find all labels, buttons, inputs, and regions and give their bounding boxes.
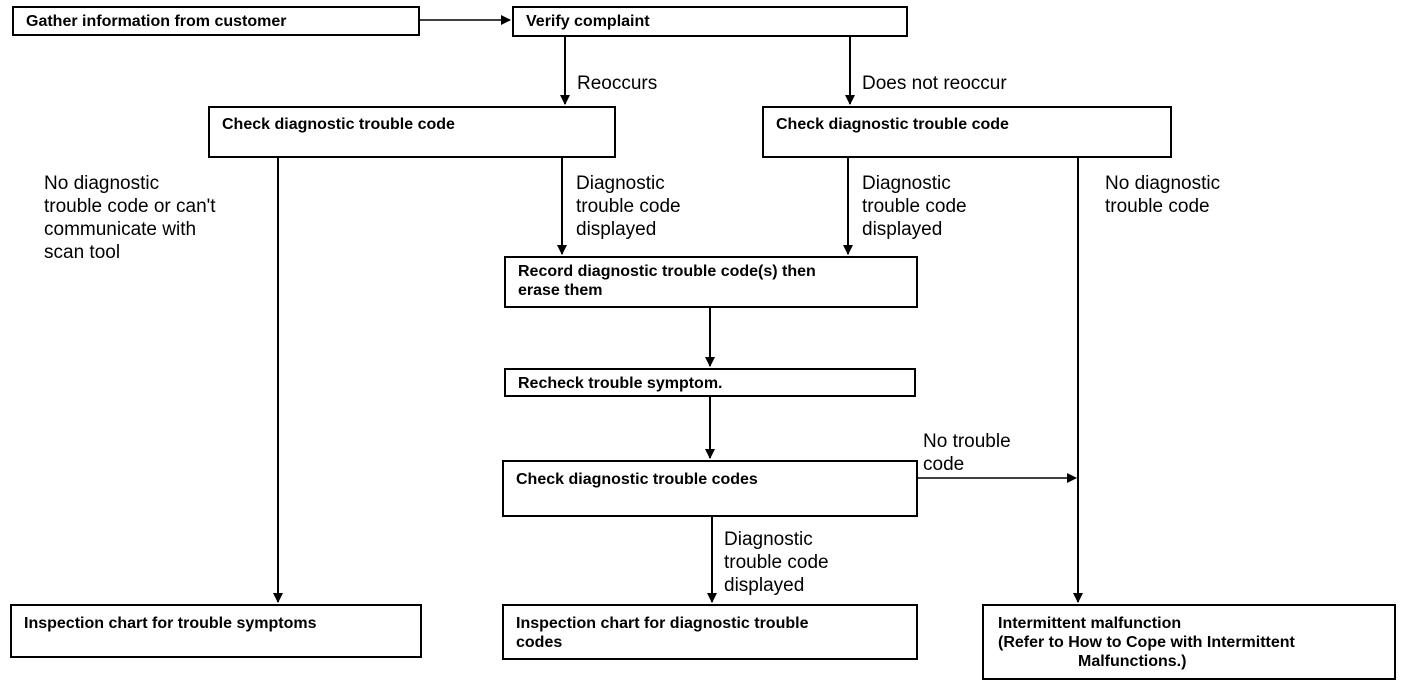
- recheck-symptom-text: Recheck trouble symptom.: [518, 375, 723, 392]
- verify-complaint-text: Verify complaint: [526, 13, 650, 30]
- label-code-displayed-right-line-2: trouble code: [862, 196, 967, 217]
- label-no-code-left-line-2: trouble code or can't: [44, 196, 216, 217]
- intermittent-line-2: (Refer to How to Cope with Intermittent: [998, 634, 1295, 651]
- label-no-code-right: No diagnostic trouble code: [1105, 172, 1220, 218]
- intermittent-line-1: Intermittent malfunction: [998, 615, 1182, 632]
- check-codes-box: Check diagnostic trouble codes: [502, 460, 918, 517]
- label-reoccurs: Reoccurs: [577, 72, 657, 95]
- check-code-right-box: Check diagnostic trouble code: [762, 106, 1172, 158]
- record-codes-line-2: erase them: [518, 282, 603, 299]
- inspection-codes-box: Inspection chart for diagnostic trouble …: [502, 604, 918, 660]
- label-code-displayed-left: Diagnostic trouble code displayed: [576, 172, 681, 241]
- label-no-code-left-line-3: communicate with: [44, 219, 197, 240]
- label-code-displayed-left-line-2: trouble code: [576, 196, 681, 217]
- label-no-code-right-line-2: trouble code: [1105, 196, 1210, 217]
- intermittent-box: Intermittent malfunction (Refer to How t…: [982, 604, 1396, 680]
- label-code-displayed-left-line-1: Diagnostic: [576, 173, 665, 194]
- label-code-displayed-right-line-3: displayed: [862, 219, 943, 240]
- label-code-displayed-bottom-line-2: trouble code: [724, 552, 829, 573]
- label-code-displayed-bottom-line-3: displayed: [724, 575, 805, 596]
- label-code-displayed-bottom-line-1: Diagnostic: [724, 529, 813, 550]
- label-no-code-left: No diagnostic trouble code or can't comm…: [44, 172, 216, 264]
- verify-complaint-box: Verify complaint: [512, 6, 908, 37]
- check-code-right-text: Check diagnostic trouble code: [776, 116, 1009, 133]
- record-codes-line-1: Record diagnostic trouble code(s) then: [518, 263, 816, 280]
- label-does-not-reoccur: Does not reoccur: [862, 72, 1007, 95]
- check-code-left-box: Check diagnostic trouble code: [208, 106, 616, 158]
- label-does-not-reoccur-text: Does not reoccur: [862, 73, 1007, 94]
- intermittent-line-3: Malfunctions.): [1078, 653, 1187, 670]
- label-reoccurs-text: Reoccurs: [577, 73, 658, 94]
- check-codes-text: Check diagnostic trouble codes: [516, 471, 758, 488]
- gather-info-box: Gather information from customer: [12, 6, 420, 36]
- gather-info-text: Gather information from customer: [26, 13, 287, 30]
- inspection-codes-line-1: Inspection chart for diagnostic trouble: [516, 615, 809, 632]
- label-code-displayed-right-line-1: Diagnostic: [862, 173, 951, 194]
- label-no-code-left-line-1: No diagnostic: [44, 173, 160, 194]
- label-no-code-right-line-1: No diagnostic: [1105, 173, 1221, 194]
- check-code-left-text: Check diagnostic trouble code: [222, 116, 455, 133]
- record-codes-box: Record diagnostic trouble code(s) then e…: [504, 256, 918, 308]
- label-no-code-left-line-4: scan tool: [44, 242, 121, 263]
- label-code-displayed-left-line-3: displayed: [576, 219, 657, 240]
- inspection-codes-line-2: codes: [516, 634, 563, 651]
- label-no-trouble-code-line-2: code: [923, 454, 965, 475]
- label-code-displayed-bottom: Diagnostic trouble code displayed: [724, 528, 829, 597]
- label-code-displayed-right: Diagnostic trouble code displayed: [862, 172, 967, 241]
- label-no-trouble-code: No trouble code: [923, 430, 1011, 476]
- inspection-symptoms-box: Inspection chart for trouble symptoms: [10, 604, 422, 658]
- inspection-symptoms-text: Inspection chart for trouble symptoms: [24, 615, 317, 632]
- label-no-trouble-code-line-1: No trouble: [923, 431, 1011, 452]
- recheck-symptom-box: Recheck trouble symptom.: [504, 368, 916, 397]
